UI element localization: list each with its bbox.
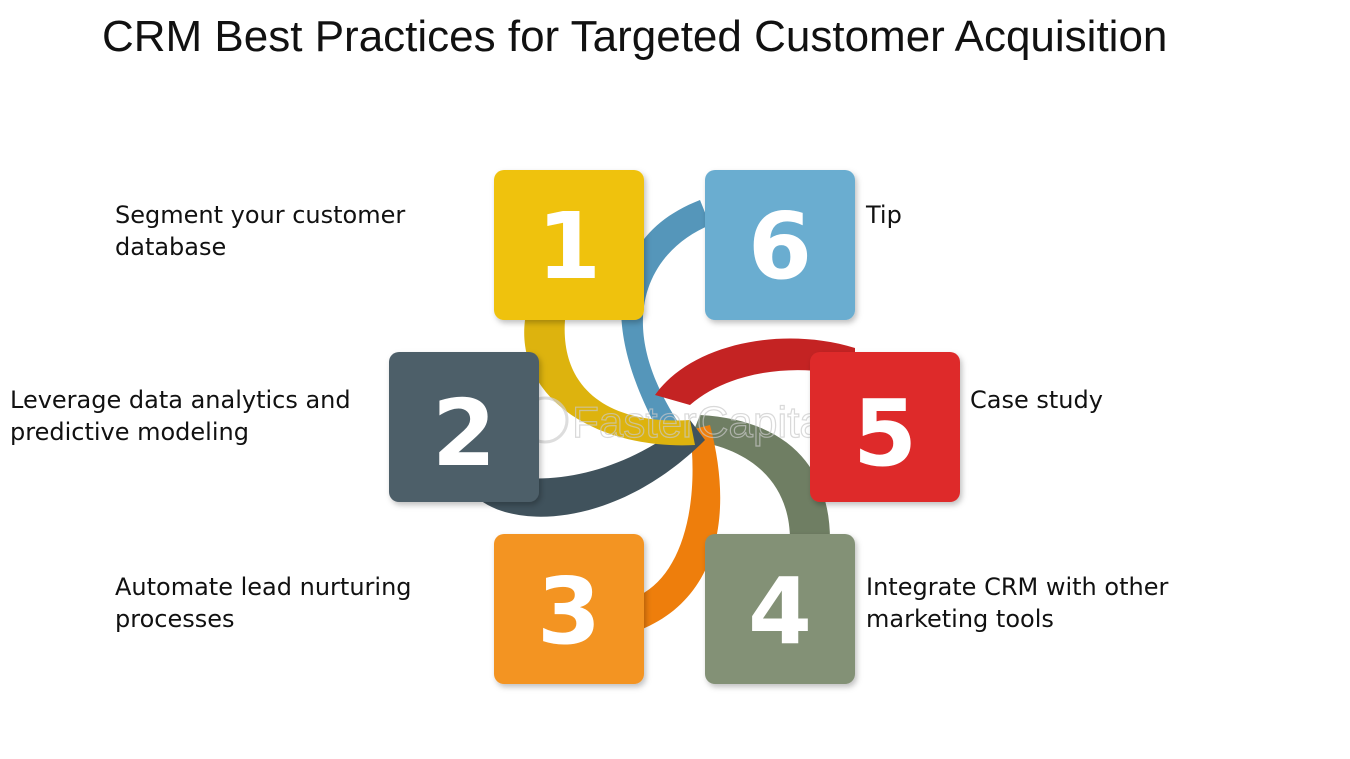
tile-6: 6 [705,170,855,320]
step-number-4: 4 [748,558,812,665]
tile-3: 3 [494,534,644,684]
ribbon-3 [640,425,721,630]
step-number-1: 1 [537,193,601,300]
page-title: CRM Best Practices for Targeted Customer… [102,12,1168,61]
step-6-label: Tip [866,201,902,229]
tile-4: 4 [705,534,855,684]
step-number-3: 3 [537,558,601,665]
tile-2: 2 [389,352,539,502]
watermark-text: FasterCapital [572,398,834,447]
ribbon-5 [655,338,855,405]
step-4-label: Integrate CRM with other marketing tools [866,573,1169,633]
step-2-label: Leverage data analytics and predictive m… [10,386,351,446]
step-5-label: Case study [970,386,1103,414]
step-3-label: Automate lead nurturing processes [115,573,412,633]
step-number-6: 6 [748,193,812,300]
watermark: FasterCapital [521,396,834,448]
step-1-label: Segment your customer database [115,201,406,261]
ribbon-4 [690,415,830,540]
tile-5: 5 [810,352,960,502]
step-number-2: 2 [432,380,496,487]
tile-1: 1 [494,170,644,320]
step-number-5: 5 [853,380,917,487]
ribbon-1 [524,320,695,446]
